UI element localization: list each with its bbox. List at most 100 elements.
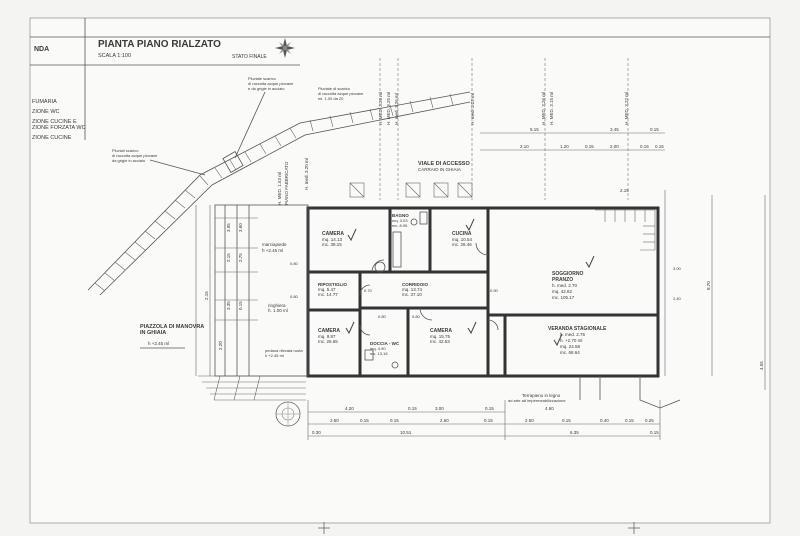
svg-text:8.70: 8.70 xyxy=(706,281,711,290)
room-camera-3: CAMERA mq. 15.75 mc. 42.53 xyxy=(430,328,452,344)
svg-text:mq. 4.90: mq. 4.90 xyxy=(370,346,386,351)
svg-text:mc. 14.77: mc. 14.77 xyxy=(318,292,338,297)
svg-text:CUCINA: CUCINA xyxy=(452,231,472,237)
svg-text:0.15: 0.15 xyxy=(640,144,649,149)
svg-text:da grigie in acciaio: da grigie in acciaio xyxy=(112,158,146,163)
svg-text:2.00: 2.00 xyxy=(610,144,619,149)
svg-text:0.80: 0.80 xyxy=(290,294,299,299)
svg-text:0.15: 0.15 xyxy=(625,418,634,423)
svg-text:H. MED. 3.26 ml: H. MED. 3.26 ml xyxy=(541,92,546,125)
svg-text:mq. 15.75: mq. 15.75 xyxy=(430,334,451,339)
street-label: VIALE DI ACCESSO xyxy=(418,161,470,167)
svg-text:0.15: 0.15 xyxy=(360,418,369,423)
svg-text:mq. 3.03: mq. 3.03 xyxy=(392,218,408,223)
svg-text:4.20: 4.20 xyxy=(345,406,354,411)
svg-text:mc. 68.64: mc. 68.64 xyxy=(560,350,580,355)
svg-text:ml. 1.00 da 20: ml. 1.00 da 20 xyxy=(318,96,344,101)
svg-text:0.15: 0.15 xyxy=(655,144,664,149)
level-labels: H. MED. 1.53 ml PIANO FABBRICATO H. med.… xyxy=(277,58,629,205)
svg-text:0.15: 0.15 xyxy=(650,430,659,435)
annotation: Pluviali scarico xyxy=(112,148,139,153)
svg-text:mc. 37.10: mc. 37.10 xyxy=(402,292,422,297)
bathroom-fixtures xyxy=(364,211,428,369)
svg-text:H. MED. 1.53 ml: H. MED. 1.53 ml xyxy=(277,172,282,205)
svg-text:2.10: 2.10 xyxy=(520,144,529,149)
svg-text:0.15: 0.15 xyxy=(585,144,594,149)
room-camera-1: CAMERA mq. 14.13 mc. 38.15 xyxy=(322,231,344,247)
svg-text:0.25: 0.25 xyxy=(645,418,654,423)
svg-text:e da grigie in acciaio: e da grigie in acciaio xyxy=(248,86,285,91)
svg-text:BAGNO: BAGNO xyxy=(392,213,409,218)
plan-title: PIANTA PIANO RIALZATO xyxy=(98,39,221,50)
svg-text:H. med. 3.26 ml: H. med. 3.26 ml xyxy=(394,93,399,125)
dimension-top: 5.15 3.45 0.15 2.10 1.20 0.15 2.00 0.15 … xyxy=(480,127,665,151)
svg-text:2.40: 2.40 xyxy=(673,296,682,301)
terrain-right: Terrapieno in legno ad arte ad impermeab… xyxy=(508,188,766,409)
svg-text:mq. 13.74: mq. 13.74 xyxy=(402,287,423,292)
registration-marks xyxy=(318,522,640,534)
svg-text:h. 1.00 ml: h. 1.00 ml xyxy=(268,308,288,313)
svg-text:10.51: 10.51 xyxy=(400,430,412,435)
svg-text:H. med. 3.20 ml: H. med. 3.20 ml xyxy=(304,158,309,190)
room-veranda: VERANDA STAGIONALE h. med. 2.75 h. +2.70… xyxy=(548,326,607,355)
svg-text:3.00: 3.00 xyxy=(673,266,682,271)
svg-text:H. MED. 3.25 ml: H. MED. 3.25 ml xyxy=(386,92,391,125)
svg-text:RIPOSTIGLIO: RIPOSTIGLIO xyxy=(318,282,348,287)
svg-text:h. med. 2.75: h. med. 2.75 xyxy=(560,332,586,337)
manoeuvre-level: h +2.45 ml xyxy=(148,341,169,346)
svg-text:3.45: 3.45 xyxy=(610,127,619,132)
svg-text:mc. 26.65: mc. 26.65 xyxy=(318,339,338,344)
legend-item: ZIONE WC xyxy=(32,109,60,115)
svg-text:2.60: 2.60 xyxy=(440,418,449,423)
svg-text:mq. 5.47: mq. 5.47 xyxy=(318,287,336,292)
svg-text:0.15: 0.15 xyxy=(562,418,571,423)
svg-text:marciapiede: marciapiede xyxy=(262,242,287,247)
legend-item: ZIONE CUCINE E xyxy=(32,119,77,125)
legend-item: ZIONE FORZATA WC xyxy=(32,125,86,131)
svg-text:ad arte ad impermeabilizzazion: ad arte ad impermeabilizzazione xyxy=(508,398,566,403)
svg-text:2.50: 2.50 xyxy=(330,418,339,423)
svg-text:mc. 28.46: mc. 28.46 xyxy=(452,242,472,247)
svg-text:0.90: 0.90 xyxy=(490,288,499,293)
tree-icon xyxy=(275,401,301,427)
svg-text:mq. 10.54: mq. 10.54 xyxy=(452,237,473,242)
room-doccia-wc: DOCCIA - WC mq. 4.90 mc. 13.16 xyxy=(370,341,400,356)
svg-text:pedana rilevata ruota: pedana rilevata ruota xyxy=(265,348,303,353)
svg-text:mc. 38.15: mc. 38.15 xyxy=(322,242,342,247)
svg-text:mq. 9.87: mq. 9.87 xyxy=(318,334,336,339)
svg-text:CAMERA: CAMERA xyxy=(322,231,344,237)
svg-text:h. med. 2.70: h. med. 2.70 xyxy=(552,283,578,288)
building-walls xyxy=(306,206,660,378)
legend: FUMARIA ZIONE WC ZIONE CUCINE E ZIONE FO… xyxy=(32,99,86,141)
svg-text:2.15: 2.15 xyxy=(620,188,629,193)
svg-text:0.15: 0.15 xyxy=(408,406,417,411)
svg-text:h +2.45 ml: h +2.45 ml xyxy=(262,248,283,253)
svg-text:PIANO FABBRICATO: PIANO FABBRICATO xyxy=(284,161,289,205)
doors xyxy=(359,242,499,336)
svg-text:0.80: 0.80 xyxy=(290,261,299,266)
svg-text:VERANDA STAGIONALE: VERANDA STAGIONALE xyxy=(548,326,607,332)
svg-text:0.15: 0.15 xyxy=(484,418,493,423)
facade-windows xyxy=(349,182,473,198)
manoeuvre-label: PIAZZOLA DI MANOVRA xyxy=(140,324,204,330)
svg-text:0.15: 0.15 xyxy=(390,418,399,423)
svg-text:0.15: 0.15 xyxy=(650,127,659,132)
legend-item: ZIONE CUCINE xyxy=(32,135,72,141)
north-arrow-icon xyxy=(275,38,295,58)
svg-text:mc. 42.53: mc. 42.53 xyxy=(430,339,450,344)
svg-text:mc. 8.95: mc. 8.95 xyxy=(392,223,408,228)
svg-text:mq. 14.13: mq. 14.13 xyxy=(322,237,343,242)
svg-text:4.60: 4.60 xyxy=(545,406,554,411)
room-camera-2: CAMERA mq. 9.87 mc. 26.65 xyxy=(318,328,340,344)
legend-item: FUMARIA xyxy=(32,99,57,105)
room-corridoio: CORRIDOIO mq. 13.74 mc. 37.10 xyxy=(402,282,429,297)
svg-text:2.15: 2.15 xyxy=(204,291,209,300)
svg-text:di raccolta acque piovane: di raccolta acque piovane xyxy=(318,91,364,96)
room-ripostiglio: RIPOSTIGLIO mq. 5.47 mc. 14.77 xyxy=(318,282,348,297)
dimension-bottom: 4.20 0.15 3.00 0.15 4.60 2.50 0.15 0.15 … xyxy=(307,400,661,440)
svg-text:3.95: 3.95 xyxy=(226,223,231,232)
svg-text:PRANZO: PRANZO xyxy=(552,277,573,283)
svg-text:0.80: 0.80 xyxy=(412,314,421,319)
